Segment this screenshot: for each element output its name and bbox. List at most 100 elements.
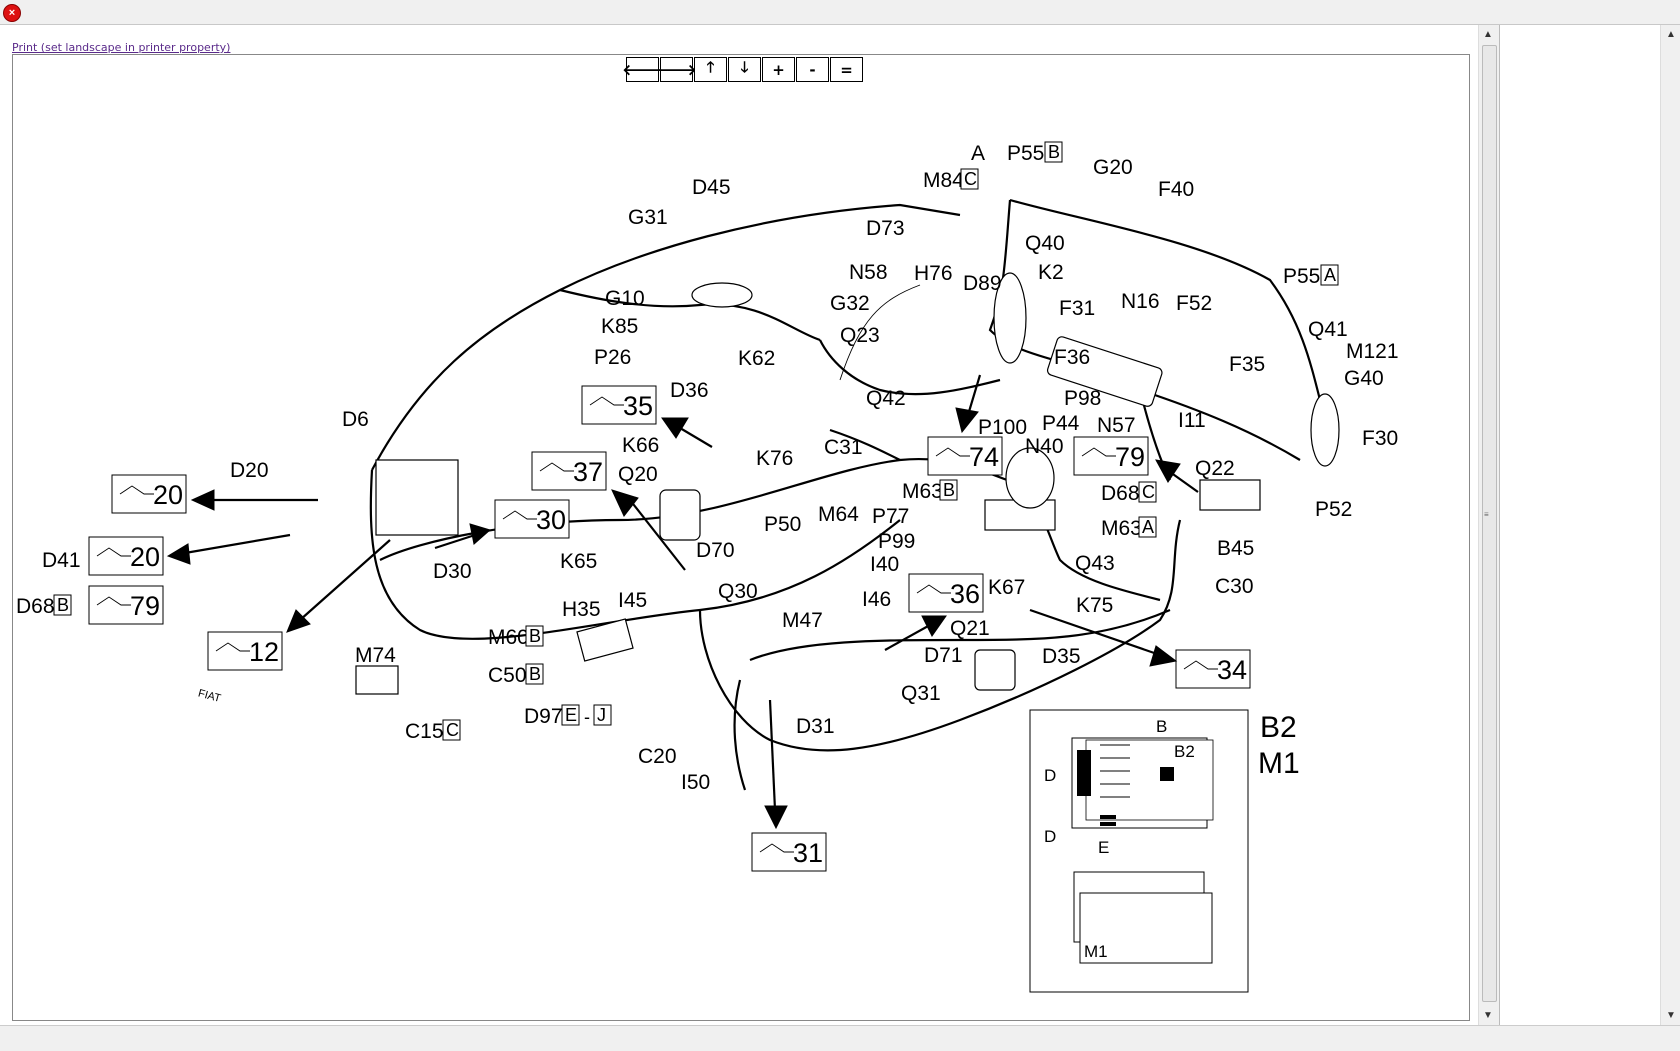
zoom-in-button[interactable]: + bbox=[762, 57, 795, 82]
component-label: D68 bbox=[16, 595, 55, 618]
main-scrollbar[interactable]: ▲ ≡ ▼ bbox=[1478, 25, 1499, 1025]
pan-left-button[interactable]: 🡐 bbox=[622, 57, 663, 82]
label-suffix: C bbox=[1142, 482, 1155, 502]
ref-30[interactable]: 30 bbox=[494, 499, 570, 539]
ref-74[interactable]: 74 bbox=[927, 436, 1003, 476]
ref-37[interactable]: 37 bbox=[531, 451, 607, 491]
zoom-reset-button[interactable]: = bbox=[830, 57, 863, 82]
side-scrollbar[interactable]: ▲ ▼ bbox=[1660, 25, 1680, 1025]
component-label: Q21 bbox=[950, 617, 990, 640]
component-label: M84 bbox=[923, 169, 964, 192]
inset-label: B bbox=[1156, 717, 1167, 736]
component-label: F36 bbox=[1054, 346, 1090, 369]
scroll-down-icon[interactable]: ▼ bbox=[1666, 1010, 1676, 1021]
component-label: P100 bbox=[978, 416, 1027, 439]
svg-text:20: 20 bbox=[130, 542, 160, 572]
diagram-nav-toolbar: 🡐 🡒 🡑 🡓 + - = bbox=[622, 57, 863, 82]
ref-79-left[interactable]: 79 bbox=[88, 585, 164, 625]
component-label: I50 bbox=[681, 771, 710, 794]
label-suffix-box bbox=[53, 594, 72, 616]
component-label: M47 bbox=[782, 609, 823, 632]
component-label: Q42 bbox=[866, 387, 906, 410]
scroll-up-icon[interactable]: ▲ bbox=[1666, 29, 1676, 40]
component-label: G10 bbox=[605, 287, 645, 310]
svg-text:79: 79 bbox=[1115, 442, 1145, 472]
svg-text:31: 31 bbox=[793, 838, 823, 868]
component-label: D73 bbox=[866, 217, 905, 240]
svg-text:30: 30 bbox=[536, 505, 566, 535]
component-label: K66 bbox=[622, 434, 659, 457]
component-label: M63 bbox=[1101, 517, 1142, 540]
svg-text:35: 35 bbox=[623, 391, 653, 421]
ref-20-mid[interactable]: 20 bbox=[88, 536, 164, 576]
scroll-up-icon[interactable]: ▲ bbox=[1483, 29, 1493, 40]
ref-34[interactable]: 34 bbox=[1175, 649, 1251, 689]
close-icon[interactable]: × bbox=[3, 4, 21, 22]
label-dash: - bbox=[584, 707, 590, 727]
harness-wires bbox=[369, 198, 1322, 791]
component-label: G31 bbox=[628, 206, 668, 229]
label-suffix: B bbox=[1048, 142, 1060, 162]
component-label: F30 bbox=[1362, 427, 1398, 450]
component-label: C15 bbox=[405, 720, 444, 743]
component-label: F31 bbox=[1059, 297, 1095, 320]
component-label: G32 bbox=[830, 292, 870, 315]
component-label: D89 bbox=[963, 272, 1002, 295]
status-bar bbox=[0, 1025, 1680, 1051]
component-label: M60 bbox=[488, 626, 529, 649]
window-titlebar: × bbox=[0, 0, 1680, 25]
print-link[interactable]: Print (set landscape in printer property… bbox=[12, 41, 231, 54]
component-label: B45 bbox=[1217, 537, 1254, 560]
ref-35[interactable]: 35 bbox=[581, 385, 657, 425]
component-label: K75 bbox=[1076, 594, 1113, 617]
ref-79-right[interactable]: 79 bbox=[1073, 436, 1149, 476]
component-label: F52 bbox=[1176, 292, 1212, 315]
component-label: P26 bbox=[594, 346, 631, 369]
label-suffix-box bbox=[1320, 264, 1339, 286]
ref-20-top[interactable]: 20 bbox=[111, 474, 187, 514]
ref-12[interactable]: 12 bbox=[207, 631, 283, 671]
component-label: C50 bbox=[488, 664, 527, 687]
component-label: M74 bbox=[355, 644, 396, 667]
label-suffix: J bbox=[597, 705, 606, 725]
label-suffix: B bbox=[529, 626, 541, 646]
scroll-down-icon[interactable]: ▼ bbox=[1483, 1010, 1493, 1021]
pan-down-button[interactable]: 🡓 bbox=[728, 57, 761, 82]
label-suffix-box bbox=[960, 168, 979, 190]
label-suffix: E bbox=[565, 705, 577, 725]
label-suffix-box bbox=[939, 479, 958, 501]
component-label: Q40 bbox=[1025, 232, 1065, 255]
label-suffix-box bbox=[1044, 141, 1063, 163]
inset-label: D bbox=[1044, 766, 1056, 785]
component-label: D20 bbox=[230, 459, 269, 482]
pan-right-button[interactable]: 🡒 bbox=[656, 57, 697, 82]
pointer-arrows bbox=[166, 374, 1199, 830]
component-label: Q30 bbox=[718, 580, 758, 603]
component-label: K62 bbox=[738, 347, 775, 370]
inset-label: E bbox=[1098, 838, 1109, 857]
zoom-out-button[interactable]: - bbox=[796, 57, 829, 82]
svg-text:36: 36 bbox=[950, 579, 980, 609]
component-label: I40 bbox=[870, 553, 899, 576]
label-suffix-box bbox=[525, 625, 544, 647]
inset-panel: B2 M1 B B2 D D E M1 bbox=[1029, 709, 1300, 993]
label-suffix-box bbox=[1138, 481, 1157, 503]
reference-boxes: 35 37 74 79 20 30 20 79 36 12 34 31 bbox=[88, 385, 1251, 872]
pan-up-button[interactable]: 🡑 bbox=[694, 57, 727, 82]
pump-n40 bbox=[1005, 447, 1055, 509]
scroll-grip-icon: ≡ bbox=[1484, 510, 1489, 519]
components bbox=[355, 272, 1340, 695]
svg-text:79: 79 bbox=[130, 591, 160, 621]
label-suffix: C bbox=[446, 720, 459, 740]
m74-symbol bbox=[355, 665, 399, 695]
component-label: K2 bbox=[1038, 261, 1064, 284]
ecu-module bbox=[375, 459, 459, 536]
brand-mark: FIAT bbox=[197, 687, 223, 705]
ref-36[interactable]: 36 bbox=[908, 573, 984, 613]
svg-text:34: 34 bbox=[1217, 655, 1247, 685]
label-suffix-box bbox=[525, 663, 544, 685]
ref-31[interactable]: 31 bbox=[751, 832, 827, 872]
scroll-thumb[interactable] bbox=[1482, 45, 1497, 1002]
label-suffix-box bbox=[561, 704, 580, 726]
